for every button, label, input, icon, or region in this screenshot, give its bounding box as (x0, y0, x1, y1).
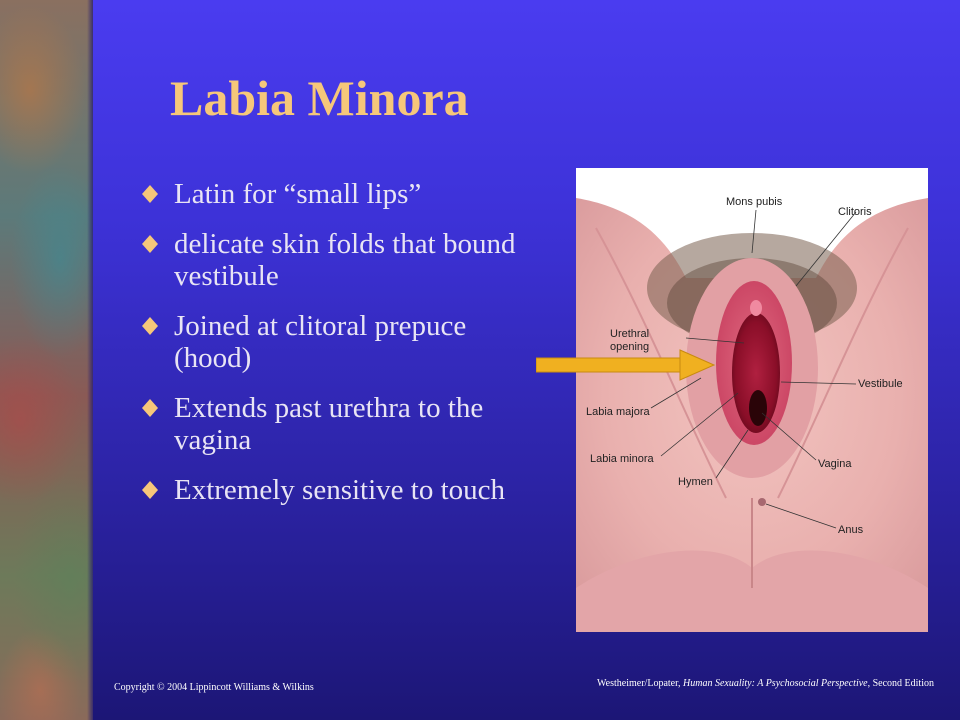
label-hymen: Hymen (678, 476, 713, 488)
diamond-bullet-icon (142, 399, 158, 417)
bullet-item: Joined at clitoral prepuce (hood) (140, 310, 530, 374)
label-vestibule: Vestibule (858, 378, 903, 390)
citation-authors: Westheimer/Lopater, (597, 678, 681, 689)
diamond-bullet-icon (142, 235, 158, 253)
pointer-arrow-icon (536, 349, 716, 381)
anatomy-drawing (576, 198, 928, 632)
label-vagina: Vagina (818, 458, 852, 470)
label-mons-pubis: Mons pubis (726, 196, 783, 208)
diamond-bullet-icon (142, 185, 158, 203)
bullet-item: Extremely sensitive to touch (140, 474, 530, 506)
label-labia-minora: Labia minora (590, 453, 654, 465)
decorative-side-strip (0, 0, 93, 720)
label-clitoris: Clitoris (838, 206, 872, 218)
anatomy-illustration: Mons pubis Clitoris Urethral opening Ves… (576, 168, 928, 632)
copyright-notice: Copyright © 2004 Lippincott Williams & W… (114, 682, 314, 693)
bullet-list: Latin for “small lips” delicate skin fol… (140, 178, 530, 524)
bullet-text: Extremely sensitive to touch (174, 474, 506, 506)
diamond-bullet-icon (142, 317, 158, 335)
label-labia-majora: Labia majora (586, 406, 650, 418)
citation-edition: , Second Edition (867, 678, 934, 689)
label-anus: Anus (838, 524, 864, 536)
label-urethral-opening: Urethral opening (610, 328, 650, 353)
bullet-item: Latin for “small lips” (140, 178, 530, 210)
bullet-text: delicate skin folds that bound vestibule (174, 228, 516, 292)
citation: Westheimer/Lopater, Human Sexuality: A P… (597, 678, 934, 689)
slide-title: Labia Minora (170, 70, 469, 126)
diamond-bullet-icon (142, 481, 158, 499)
bullet-item: Extends past urethra to the vagina (140, 392, 530, 456)
citation-title: Human Sexuality: A Psychosocial Perspect… (683, 678, 868, 689)
bullet-text: Joined at clitoral prepuce (hood) (174, 310, 467, 374)
bullet-text: Extends past urethra to the vagina (174, 392, 484, 456)
bullet-item: delicate skin folds that bound vestibule (140, 228, 530, 292)
bullet-text: Latin for “small lips” (174, 178, 422, 210)
